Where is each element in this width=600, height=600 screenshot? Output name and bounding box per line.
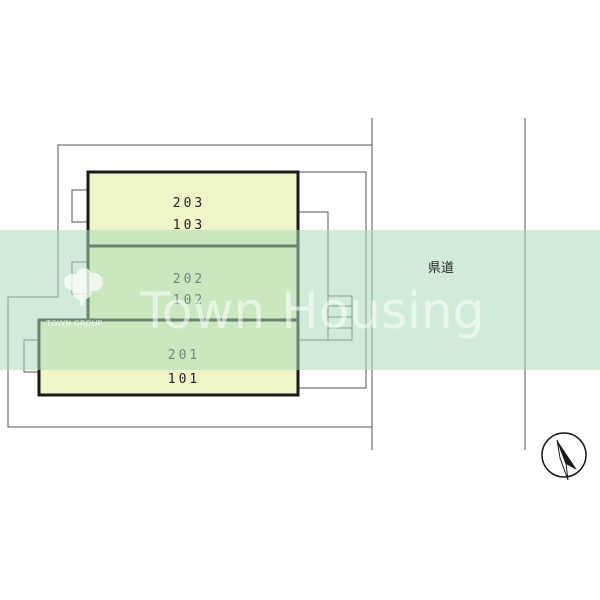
unit-101-label: 101 (168, 372, 200, 387)
watermark-band (0, 230, 600, 370)
tree-logo-icon (64, 268, 103, 306)
road-label: 県道 (428, 261, 454, 276)
unit-203-label: 203 (173, 196, 205, 211)
watermark: TOWN GROUP Town Housing (0, 230, 600, 370)
watermark-brand-text: Town Housing (139, 282, 484, 340)
unit-103-label: 103 (173, 218, 205, 233)
north-arrow-icon (541, 432, 587, 481)
watermark-group-text: TOWN GROUP (45, 319, 103, 328)
